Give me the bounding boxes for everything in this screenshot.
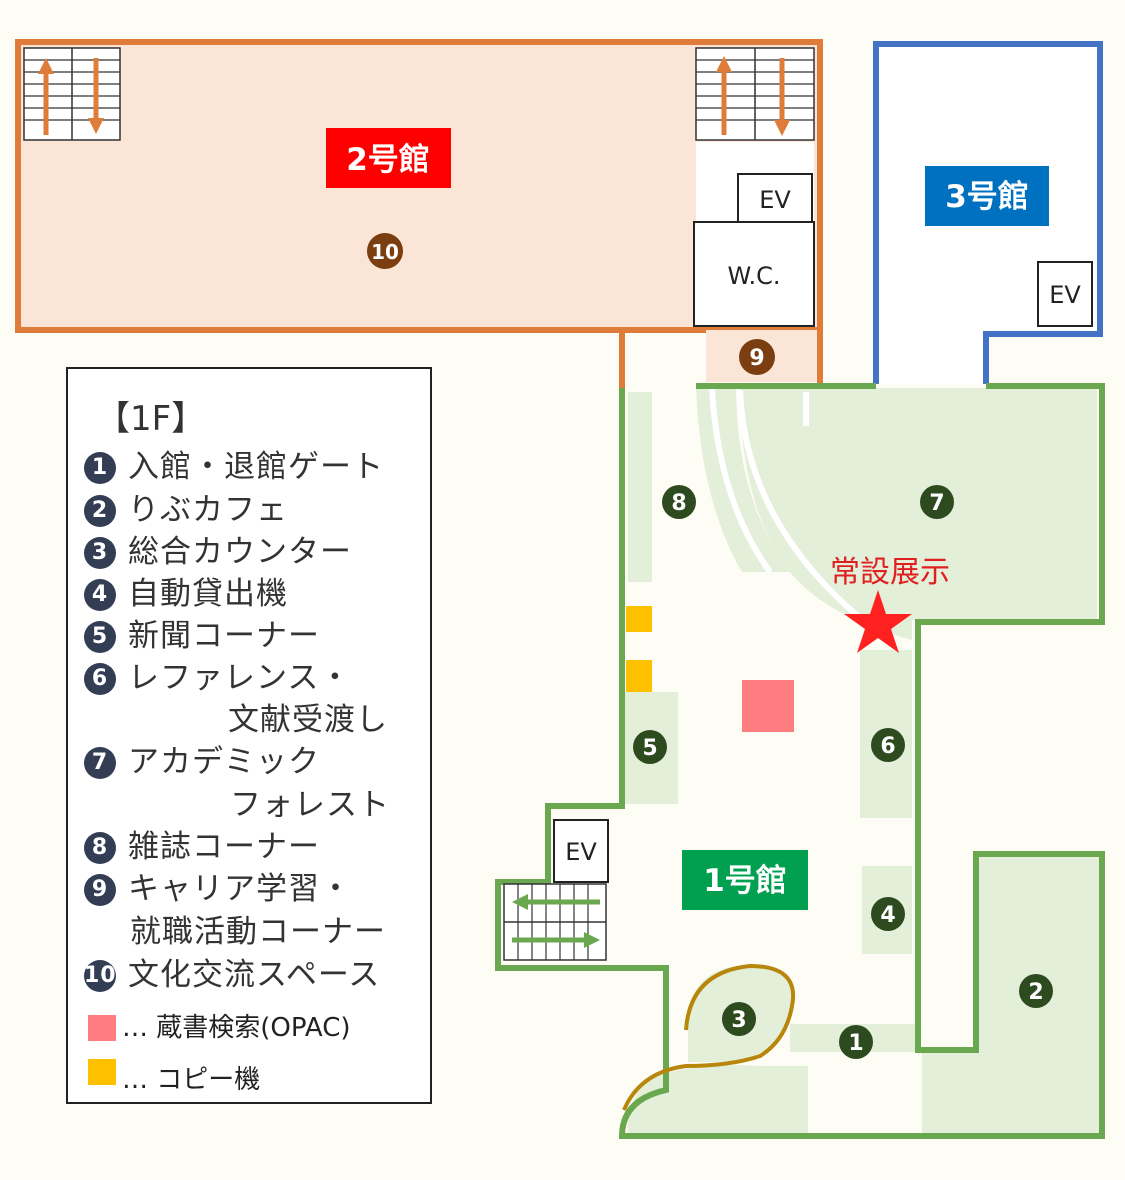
marker-6: 6 (880, 734, 895, 759)
stairs-right (695, 47, 815, 141)
marker-10: 10 (371, 240, 399, 264)
marker-5-circle (633, 730, 667, 764)
marker-2: 2 (1028, 980, 1043, 1005)
marker-3: 3 (731, 1008, 746, 1033)
marker-10-circle (367, 233, 403, 269)
legend-copier-swatch (88, 1059, 116, 1085)
counter-outline (622, 963, 796, 1111)
area-counter-fill (627, 1065, 808, 1138)
wc-label: W.C. (728, 262, 781, 290)
legend-opac-swatch (88, 1015, 116, 1041)
exhibit-star-icon (844, 590, 912, 653)
marker-7-circle (920, 485, 954, 519)
building-3-label: 3号館 (945, 179, 1029, 215)
corridor-white (622, 333, 706, 383)
marker-8-circle (662, 485, 696, 519)
marker-8: 8 (671, 491, 686, 516)
legend-title: 【1F】 (96, 399, 206, 439)
ev-label-1: EV (565, 838, 597, 866)
legend-item-6-cont: 文献受渡し (228, 702, 388, 738)
area-8-fill (628, 392, 652, 582)
legend-opac-label: … 蔵書検索(OPAC) (122, 1013, 351, 1043)
legend-copier-label: … コピー機 (122, 1065, 261, 1095)
marker-2-circle (1019, 974, 1053, 1008)
marker-6-circle (871, 728, 905, 762)
legend-item-7-cont: フォレスト (230, 787, 390, 823)
wc-box (693, 221, 815, 327)
opac-terminal (742, 680, 794, 732)
ev-label-2: EV (759, 186, 791, 214)
marker-9-circle (739, 339, 775, 375)
copier-2 (626, 660, 652, 692)
exhibit-label: 常設展示 (830, 555, 950, 590)
marker-5: 5 (642, 736, 657, 761)
copier-1 (626, 606, 652, 632)
ev-box-1 (553, 819, 609, 883)
building-2-label: 2号館 (346, 142, 430, 178)
marker-4: 4 (880, 903, 895, 928)
marker-1-circle (839, 1025, 873, 1059)
area-7-fill (740, 388, 1097, 640)
building-3-badge (925, 166, 1049, 226)
marker-9: 9 (749, 346, 764, 371)
stairs-1 (503, 883, 607, 961)
stairs-left (23, 47, 121, 141)
marker-4-circle (871, 897, 905, 931)
marker-3-circle (722, 1002, 756, 1036)
legend-item-9-cont: 就職活動コーナー (130, 914, 386, 950)
building-2-badge (326, 128, 451, 188)
area-2-fill (922, 854, 1102, 1138)
area-8-curve (696, 386, 790, 572)
ev-label-3: EV (1049, 281, 1081, 309)
ev-box-2 (737, 173, 813, 223)
marker-1: 1 (848, 1031, 863, 1056)
building-1-outline (495, 383, 1105, 1139)
marker-7: 7 (929, 491, 944, 516)
ev-box-3 (1037, 261, 1093, 327)
building-1-label: 1号館 (703, 863, 787, 899)
building-1-badge (682, 850, 808, 910)
